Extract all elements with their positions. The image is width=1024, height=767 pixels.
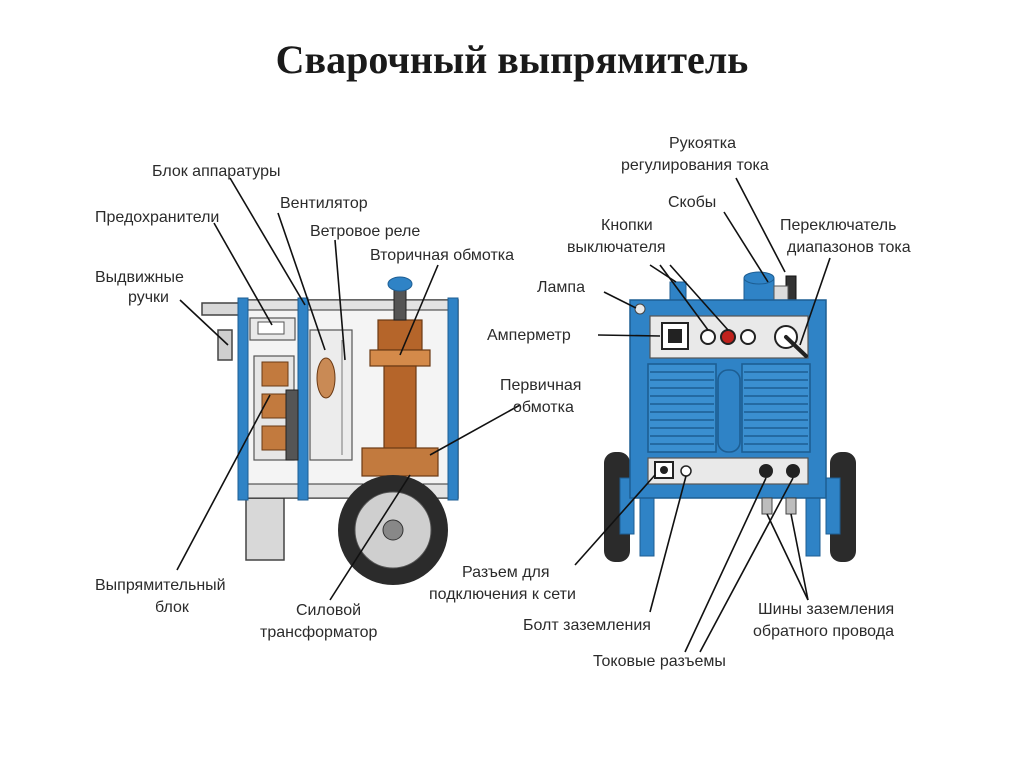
label-brackets: Скобы [668, 194, 716, 211]
bracket-right [773, 285, 789, 301]
ground-bar-2 [785, 497, 797, 515]
transformer [361, 276, 439, 477]
label-lamp: Лампа [537, 279, 585, 296]
fan [309, 329, 353, 461]
label-ground-bars-1: Шины заземления [758, 601, 894, 618]
label-range-switch-2: диапазонов тока [787, 239, 911, 256]
label-rectifier-block-1: Выпрямительный [95, 577, 226, 594]
lamp-fixture [634, 303, 646, 315]
front-view-machine [604, 271, 856, 562]
switch-button-3 [740, 329, 756, 345]
label-power-transformer-1: Силовой [296, 602, 361, 619]
label-switch-buttons-1: Кнопки [601, 217, 653, 234]
ground-bolt [680, 465, 692, 477]
page-title: Сварочный выпрямитель [275, 37, 749, 82]
label-primary-winding-2: обмотка [513, 399, 574, 416]
label-mains-connector-2: подключения к сети [429, 586, 576, 603]
rectifier-plates [253, 355, 299, 461]
pull-handle-grip [217, 329, 233, 361]
label-mains-connector-1: Разъем для [462, 564, 550, 581]
label-ground-bars-2: обратного провода [753, 623, 894, 640]
mains-connector-pin [660, 466, 668, 474]
connector-panel [647, 457, 809, 485]
label-power-transformer-2: трансформатор [260, 624, 378, 641]
switch-button-1 [700, 329, 716, 345]
label-current-handle-1: Рукоятка [669, 135, 736, 152]
front-leg-right [805, 491, 821, 557]
label-pull-handles-2: ручки [128, 289, 169, 306]
current-connector-1 [759, 464, 773, 478]
label-secondary-winding: Вторичная обмотка [370, 247, 514, 264]
side-wheel [338, 475, 448, 585]
louvers [647, 363, 811, 453]
front-view-leaders [574, 177, 831, 653]
blue-upright-mid [297, 297, 309, 501]
label-ammeter: Амперметр [487, 327, 571, 344]
current-connector-2 [786, 464, 800, 478]
switch-button-2 [720, 329, 736, 345]
side-frame-top-rail [239, 299, 459, 311]
front-leg-left [639, 491, 655, 557]
label-current-connectors: Токовые разъемы [593, 653, 726, 670]
ground-bar-1 [761, 497, 773, 515]
bracket-mid-cap [743, 271, 775, 285]
label-range-switch-1: Переключатель [780, 217, 896, 234]
side-view-machine [201, 276, 459, 585]
ammeter-face [668, 329, 682, 343]
label-current-handle-2: регулирования тока [621, 157, 769, 174]
front-view-labels: Рукоятка регулирования тока Скобы Кнопки… [429, 135, 911, 670]
label-apparatus-block: Блок аппаратуры [152, 163, 280, 180]
side-view-labels: Блок аппаратуры Вентилятор Предохранител… [95, 163, 581, 641]
range-switch-lever [784, 335, 808, 358]
label-fan: Вентилятор [280, 195, 368, 212]
blue-upright-right [447, 297, 459, 501]
side-view-leaders [176, 177, 521, 601]
side-leg [245, 497, 285, 561]
label-switch-buttons-2: выключателя [567, 239, 666, 256]
label-fuses: Предохранители [95, 209, 219, 226]
blue-upright-left [237, 297, 249, 501]
label-rectifier-block-2: блок [155, 599, 190, 616]
label-ground-bolt: Болт заземления [523, 617, 651, 634]
label-primary-winding-1: Первичная [500, 377, 581, 394]
label-pull-handles-1: Выдвижные [95, 269, 184, 286]
front-wheel-right-hub [825, 477, 841, 535]
label-wind-relay: Ветровое реле [310, 223, 420, 240]
